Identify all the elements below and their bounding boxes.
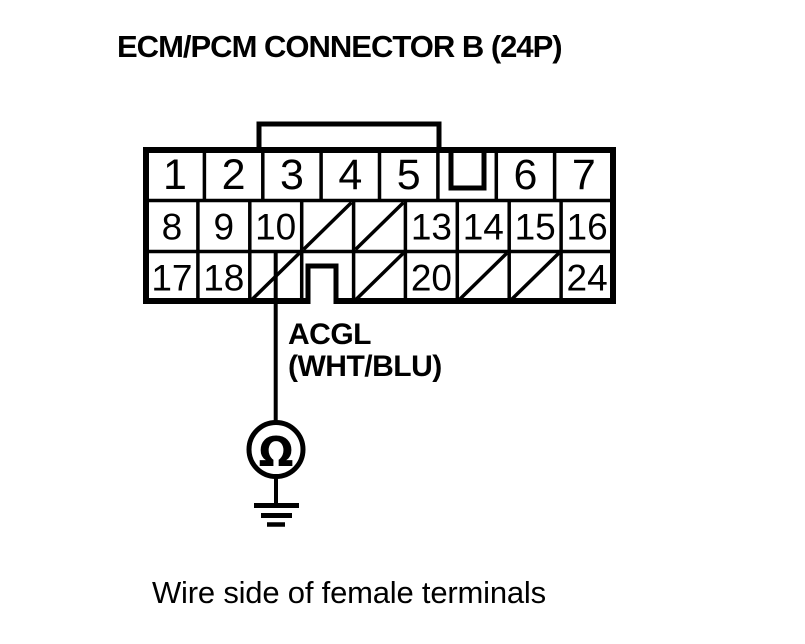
pin-number: 13: [411, 207, 452, 248]
pin-row-2: 8 9 10 13 14 15 16: [162, 207, 608, 248]
pin-number: 1: [163, 151, 187, 199]
unused-terminal-slash: [509, 251, 561, 302]
wire-color-code: (WHT/BLU): [288, 350, 442, 383]
pin-number: 7: [572, 151, 596, 199]
ohmmeter-symbol: Ω: [259, 428, 294, 476]
pin-number: 6: [513, 151, 537, 199]
ground-symbol: [254, 503, 299, 527]
unused-terminal-slash: [457, 251, 509, 302]
wire-signal-name: ACGL: [288, 318, 371, 351]
pin-number: 15: [515, 207, 556, 248]
unused-terminal-slash: [354, 251, 405, 302]
connector-top-tab: [256, 121, 442, 150]
diagram-title: ECM/PCM CONNECTOR B (24P): [117, 29, 563, 64]
pin-number: 16: [567, 207, 608, 248]
ohmmeter-circle: [246, 420, 306, 479]
pin-number: 24: [567, 258, 608, 299]
bottom-border-gap: [310, 295, 334, 309]
pin-number: 10: [255, 207, 296, 248]
unused-terminal-slash: [302, 201, 353, 251]
pin-number: 14: [463, 207, 504, 248]
pin-row-3: 17 18 20 24: [151, 258, 607, 299]
connector-bottom-key-notch: [305, 263, 339, 304]
pin-number: 8: [162, 207, 183, 248]
pin-number: 4: [338, 151, 362, 199]
pin-number: 2: [222, 151, 246, 199]
pin-number: 18: [203, 258, 244, 299]
connector-top-notch: [448, 151, 487, 191]
unused-terminal-slash: [354, 201, 405, 251]
wire-label: ACGL (WHT/BLU): [288, 319, 442, 383]
pin-number: 17: [151, 258, 192, 299]
diagram-caption: Wire side of female terminals: [152, 575, 546, 610]
connector-grid-lines: [146, 150, 613, 301]
pin-number: 5: [397, 151, 421, 199]
pin-row-1: 1 2 3 4 5 6 7: [163, 151, 596, 199]
pin-number: 20: [411, 258, 452, 299]
pin-number: 3: [280, 151, 304, 199]
pin-number: 9: [214, 207, 235, 248]
